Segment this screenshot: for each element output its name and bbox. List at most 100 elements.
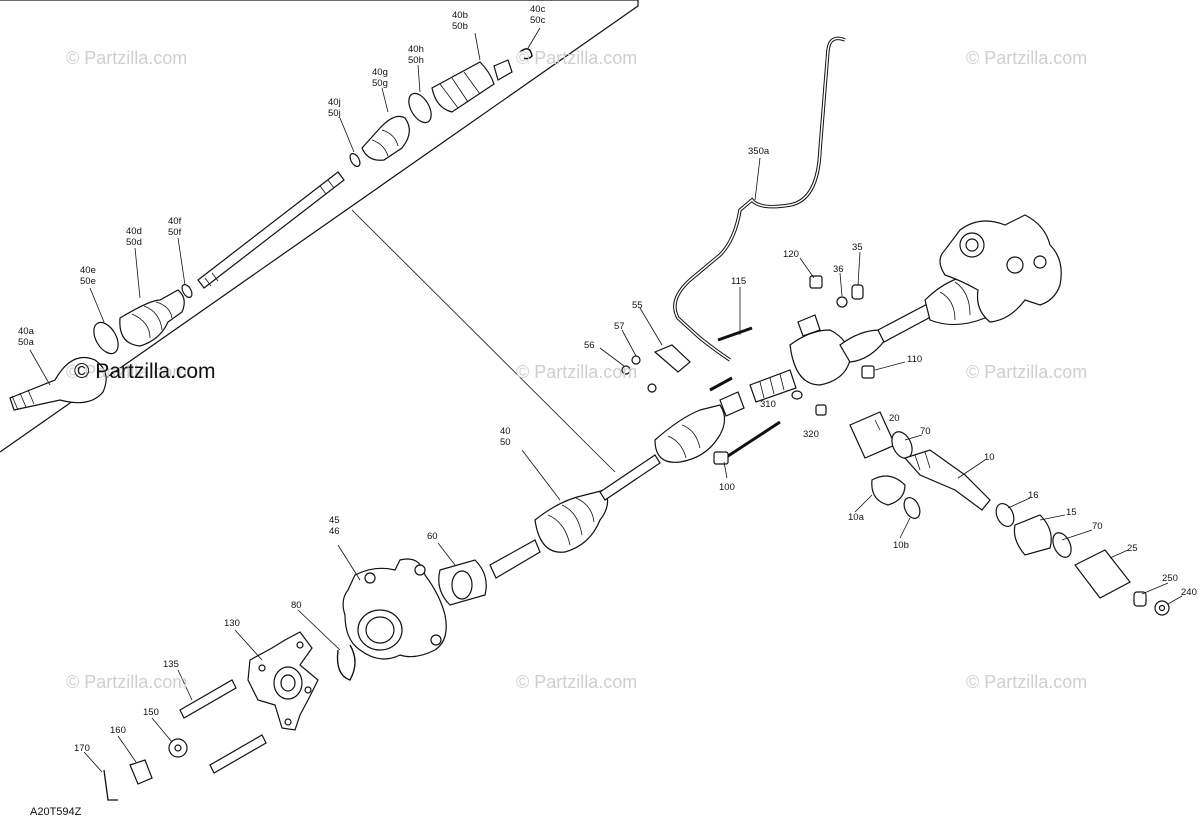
clamp-10b — [903, 497, 921, 519]
bracket-55 — [653, 344, 691, 373]
wheel-stud-upper — [179, 679, 237, 719]
callout-40b: 40b 50b — [452, 10, 468, 32]
rear-boot — [839, 329, 886, 363]
ring-16 — [995, 503, 1015, 527]
callout-150: 150 — [143, 707, 159, 718]
washer-56 — [621, 365, 631, 375]
callout-25: 25 — [1127, 543, 1138, 554]
outer-joint-boot — [534, 489, 609, 553]
callout-70: 70 — [920, 426, 931, 437]
boot-10a — [871, 475, 906, 506]
callout-70b: 70 — [1092, 521, 1103, 532]
watermark: © Partzilla.com — [966, 48, 1088, 68]
callout-250: 250 — [1162, 573, 1178, 584]
inner-cv-boot — [361, 115, 410, 161]
circlip — [519, 48, 533, 60]
inset-parts — [9, 48, 533, 411]
washer-310 — [791, 390, 803, 400]
housing-25 — [1074, 549, 1131, 599]
inset-frame — [0, 0, 639, 453]
callout-40: 40 50 — [500, 426, 511, 448]
callout-40g: 40g 50g — [372, 67, 388, 89]
callout-40c: 40c 50c — [530, 4, 546, 26]
bushing-35 — [851, 284, 864, 300]
coupler-10 — [903, 449, 991, 511]
callout-56: 56 — [584, 340, 595, 351]
boot-15 — [1013, 514, 1052, 556]
callout-115: 115 — [731, 276, 747, 287]
callout-36: 36 — [833, 264, 844, 275]
watermark: © Partzilla.com — [66, 672, 188, 692]
nut-120 — [809, 275, 823, 289]
vent-hose — [673, 36, 846, 362]
inset-watermark: © Partzilla.com — [74, 360, 216, 383]
axle-shaft — [197, 171, 345, 289]
callout-10: 10 — [984, 452, 995, 463]
watermark: © Partzilla.com — [66, 362, 188, 382]
watermark: © Partzilla.com — [966, 672, 1088, 692]
callout-170: 170 — [74, 743, 90, 754]
inner-boot-clamp-large — [408, 92, 432, 124]
bolt-115 — [717, 326, 753, 342]
callout-20: 20 — [889, 413, 900, 424]
callout-55: 55 — [632, 300, 643, 311]
callout-35: 35 — [852, 242, 863, 253]
watermark: © Partzilla.com — [516, 362, 638, 382]
callout-15: 15 — [1066, 507, 1077, 518]
callout-160: 160 — [110, 725, 126, 736]
watermark: © Partzilla.com — [966, 362, 1088, 382]
callout-40h: 40h 50h — [408, 44, 424, 66]
callout-10a: 10a — [848, 512, 864, 523]
inset-leader-line — [351, 209, 616, 473]
callout-120: 120 — [783, 249, 799, 260]
rear-cv-joint — [789, 329, 851, 386]
callout-320: 320 — [803, 429, 819, 440]
callout-40d: 40d 50d — [126, 226, 142, 248]
outer-cv-boot — [119, 289, 185, 347]
callout-80: 80 — [291, 600, 302, 611]
bolt-100 — [724, 420, 781, 460]
wheel-stud-lower — [209, 734, 267, 774]
callout-40j: 40j 50j — [328, 97, 341, 119]
callout-40f: 40f 50f — [168, 216, 182, 238]
rear-shaft-assembly — [749, 271, 991, 403]
diagram-code: A20T594Z — [30, 806, 82, 818]
callout-135: 135 — [163, 659, 179, 670]
watermark: © Partzilla.com — [516, 672, 638, 692]
outer-cv-joint — [9, 356, 107, 411]
snap-ring-80 — [336, 644, 356, 681]
nut-110 — [861, 365, 875, 379]
callout-57: 57 — [614, 321, 625, 332]
clamp-70b — [1052, 532, 1072, 558]
inner-cv-joint — [431, 61, 495, 113]
drive-shaft-assembly — [489, 376, 745, 579]
boot-clamp-large — [93, 321, 119, 355]
callout-16: 16 — [1028, 490, 1039, 501]
cotter-pin-170 — [103, 769, 118, 801]
inner-joint-boot — [654, 404, 726, 463]
watermark: © Partzilla.com — [66, 48, 188, 68]
watermark: © Partzilla.com — [516, 48, 638, 68]
rear-spline — [749, 369, 797, 403]
main-axle-bar — [599, 454, 661, 501]
callout-40a: 40a 50a — [18, 326, 34, 348]
plug-250 — [1133, 591, 1147, 607]
callout-100: 100 — [719, 482, 735, 493]
boot-clamp-small — [181, 284, 193, 298]
callout-10b: 10b — [893, 540, 909, 551]
bolt-head-320 — [815, 404, 827, 416]
callout-110: 110 — [907, 354, 923, 365]
callout-45: 45 46 — [329, 515, 340, 537]
callout-350a: 350a — [748, 146, 770, 157]
shaft-spline-outer — [489, 539, 541, 579]
washer-36 — [836, 296, 848, 308]
leader-lines — [29, 27, 1183, 773]
castle-nut-160 — [129, 759, 153, 785]
callout-130: 130 — [224, 618, 240, 629]
inner-boot-clamp-small — [349, 153, 361, 167]
callout-240: 240 — [1181, 587, 1197, 598]
callout-60: 60 — [427, 531, 438, 542]
callout-310: 310 — [760, 399, 776, 410]
callout-40e: 40e 50e — [80, 265, 96, 287]
